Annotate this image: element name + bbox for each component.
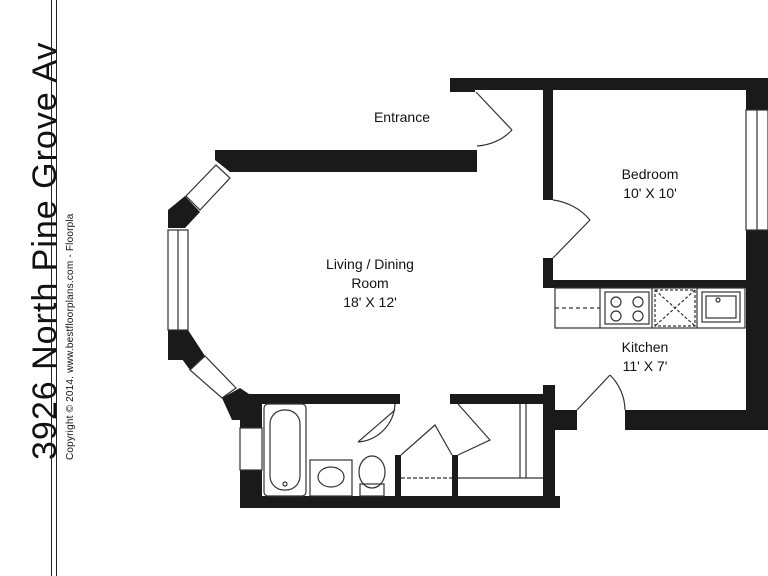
wall-closets-right xyxy=(543,404,555,508)
window-upper-diagonal xyxy=(185,164,231,211)
bedroom-name: Bedroom xyxy=(621,166,679,182)
door-bath xyxy=(357,409,396,443)
label-kitchen: Kitchen 11' X 7' xyxy=(600,338,690,376)
wall-lower-diagonal xyxy=(168,330,205,370)
wall-bedroom-left-lower xyxy=(543,258,553,286)
bathtub xyxy=(263,403,307,497)
wall-bath-left xyxy=(240,470,262,508)
wall-closet-top xyxy=(450,394,545,404)
living-size: 18' X 12' xyxy=(343,294,397,310)
kitchen-size: 11' X 7' xyxy=(622,358,668,374)
wall-top-right xyxy=(450,78,768,90)
wall-bath-bottom xyxy=(240,496,560,508)
wall-kitchen-bottom xyxy=(625,410,768,430)
wall-bath-top xyxy=(240,394,400,404)
window-bath xyxy=(239,427,263,471)
wall-bedroom-bottom xyxy=(543,280,748,288)
wall-bath-left-top xyxy=(240,404,262,428)
wall-right-mid xyxy=(746,230,768,430)
door-closet-left xyxy=(400,424,453,456)
door-bedroom xyxy=(552,219,591,259)
door-closet-right xyxy=(457,403,491,456)
door-entrance xyxy=(475,91,513,131)
wall-right-upper xyxy=(746,88,768,110)
living-name-2: Room xyxy=(351,275,389,291)
walls xyxy=(168,78,768,508)
toilet xyxy=(358,455,386,489)
wall-top-stub xyxy=(450,78,475,92)
fixtures xyxy=(167,91,768,497)
side-title-panel: 3926 North Pine Grove Av Copyright © 201… xyxy=(0,0,76,576)
label-entrance: Entrance xyxy=(362,108,442,127)
side-divider xyxy=(51,0,52,576)
window-lower-diagonal xyxy=(189,355,237,399)
wall-closet-divider-2 xyxy=(452,455,458,500)
door-kitchen xyxy=(576,374,611,411)
label-living: Living / Dining Room 18' X 12' xyxy=(300,255,440,312)
wall-bedroom-left xyxy=(543,88,553,200)
label-bedroom: Bedroom 10' X 10' xyxy=(600,165,700,203)
wall-kitchen-corner xyxy=(555,410,577,430)
entrance-name: Entrance xyxy=(373,109,431,125)
wall-living-top xyxy=(215,150,477,172)
living-name-1: Living / Dining xyxy=(326,256,414,272)
wall-upper-diagonal xyxy=(168,196,200,228)
bedroom-size: 10' X 10' xyxy=(623,185,677,201)
stove xyxy=(604,291,650,325)
wall-closet-divider-1 xyxy=(395,455,401,500)
kitchen-name: Kitchen xyxy=(621,339,669,355)
kitchen-sink xyxy=(701,291,741,323)
refrigerator xyxy=(654,289,696,327)
bath-sink xyxy=(309,459,353,497)
